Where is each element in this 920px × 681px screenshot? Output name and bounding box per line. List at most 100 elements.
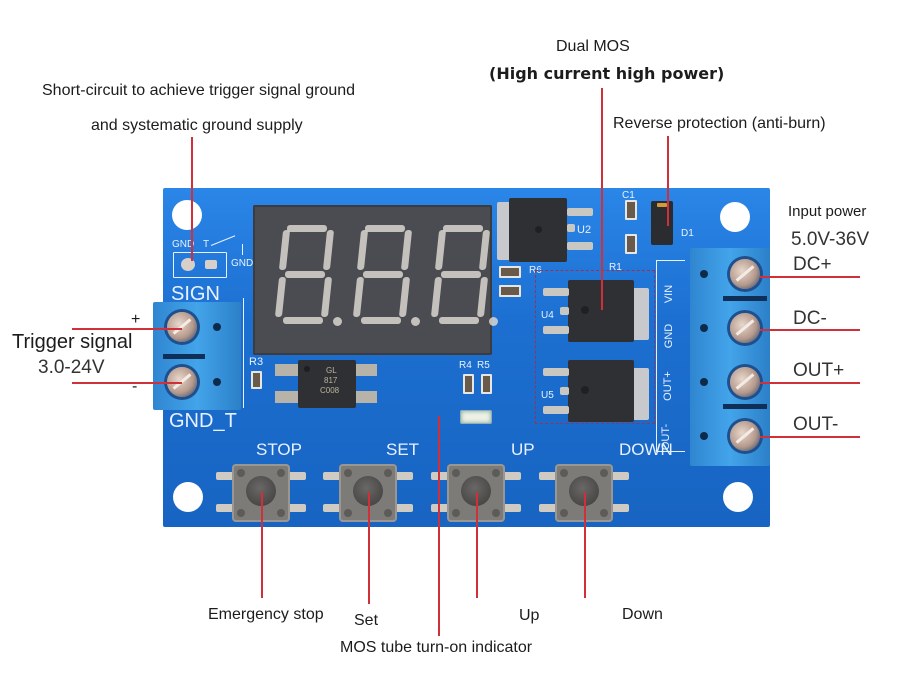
display-decimal-point	[489, 317, 498, 326]
callout-short-circuit-line2: and systematic ground supply	[91, 117, 303, 134]
silk-gnd: GND	[663, 323, 676, 349]
silk-r4: R4	[459, 360, 472, 371]
callout-line-dc-plus	[760, 276, 860, 278]
resistor-r5	[481, 374, 492, 394]
callout-line-down	[584, 492, 586, 598]
terminal-divider	[163, 354, 205, 359]
callout-trigger-signal-range: 3.0-24V	[38, 357, 105, 378]
opto-pad	[353, 364, 377, 376]
display-segment	[361, 317, 401, 324]
silk-btn-stop: STOP	[256, 440, 302, 459]
out-plus-screw[interactable]	[730, 367, 760, 397]
button-corner-nub	[600, 509, 608, 517]
button-corner-nub	[277, 469, 285, 477]
out-minus-screw[interactable]	[730, 421, 760, 451]
button-lead	[216, 472, 234, 480]
mounting-hole-bottom-left	[173, 482, 203, 512]
button-lead	[539, 504, 557, 512]
callout-dc-plus: DC+	[793, 254, 832, 275]
u4-pin	[543, 288, 569, 296]
display-segment	[274, 277, 287, 317]
callout-set: Set	[354, 612, 379, 629]
mosfet-area-outline	[535, 270, 655, 424]
opto-pad	[353, 391, 377, 403]
u5-dot	[581, 386, 589, 394]
button-corner-nub	[452, 509, 460, 517]
button-lead	[611, 504, 629, 512]
callout-dual-mos-sub: (High current high power)	[489, 64, 725, 83]
trigger-plus-screw[interactable]	[167, 312, 197, 342]
display-digit	[274, 225, 342, 326]
silk-gnd-top: GND	[172, 239, 195, 250]
display-segment	[356, 230, 369, 270]
callout-out-plus: OUT+	[793, 360, 845, 381]
silk-vin: VIN	[663, 284, 676, 304]
button-corner-nub	[237, 509, 245, 517]
u2-pin	[567, 242, 593, 250]
button-corner-nub	[452, 469, 460, 477]
callout-input-power-range: 5.0V-36V	[791, 229, 870, 250]
display-decimal-point	[411, 317, 420, 326]
callout-input-power-title: Input power	[788, 203, 867, 220]
silk-sign: SIGN	[171, 283, 220, 305]
jumper-pad-t	[205, 260, 217, 269]
display-segment	[287, 225, 327, 232]
u4-tab	[629, 288, 649, 340]
display-segment	[322, 230, 335, 270]
u2-pin	[567, 224, 575, 232]
callout-out-minus: OUT-	[793, 414, 839, 435]
button-lead	[395, 504, 413, 512]
opto-pad	[275, 391, 299, 403]
terminal-wire-hole	[213, 323, 221, 331]
capacitor-c1	[625, 200, 637, 220]
silk-terminal-outline	[243, 298, 244, 408]
u2-dot	[535, 226, 542, 233]
display-segment	[441, 271, 481, 278]
button-corner-nub	[237, 469, 245, 477]
display-segment	[430, 277, 443, 317]
silk-d1: D1	[681, 228, 694, 239]
button-corner-nub	[344, 509, 352, 517]
callout-dual-mos-title: Dual MOS	[556, 38, 630, 55]
u2-regulator-chip	[509, 198, 567, 262]
callout-line-trigger-plus	[72, 328, 182, 330]
terminal-wire-hole	[700, 324, 708, 332]
dc-plus-screw[interactable]	[730, 259, 760, 289]
button-corner-nub	[384, 469, 392, 477]
resistor-r6a	[499, 266, 521, 278]
power-output-terminal-block	[690, 248, 770, 466]
silk-u2: U2	[577, 224, 592, 236]
button-lead	[323, 504, 341, 512]
callout-line-set	[368, 492, 370, 604]
display-segment	[400, 230, 413, 270]
display-digit	[430, 225, 498, 326]
callout-line-short-circuit	[191, 137, 193, 261]
opto-marking-2: 817	[324, 376, 338, 385]
display-segment	[439, 317, 479, 324]
terminal-wire-hole	[700, 378, 708, 386]
jumper-pad-outline	[173, 252, 227, 278]
u4-pin	[543, 326, 569, 334]
optocoupler-chip: GL 817 C008	[298, 360, 356, 408]
switch-symbol-post	[242, 244, 243, 255]
callout-trigger-signal-title: Trigger signal	[12, 331, 133, 353]
pin1-dot	[304, 366, 310, 372]
jumper-pad-gnd	[181, 258, 195, 271]
callout-line-emergency-stop	[261, 492, 263, 598]
callout-line-mos-indicator	[438, 416, 440, 636]
silk-u5: U5	[541, 390, 554, 401]
silk-c1: C1	[622, 190, 635, 201]
diode-d1	[651, 201, 673, 245]
button-lead	[539, 472, 557, 480]
display-segment	[478, 230, 491, 270]
mos-indicator-led	[460, 410, 492, 424]
display-segment	[320, 277, 333, 317]
callout-trigger-plus: +	[131, 311, 141, 328]
display-segment	[285, 271, 325, 278]
button-lead	[395, 472, 413, 480]
button-corner-nub	[384, 509, 392, 517]
button-lead	[288, 504, 306, 512]
button-corner-nub	[492, 509, 500, 517]
dc-minus-screw[interactable]	[730, 313, 760, 343]
silk-btn-set: SET	[386, 440, 420, 459]
